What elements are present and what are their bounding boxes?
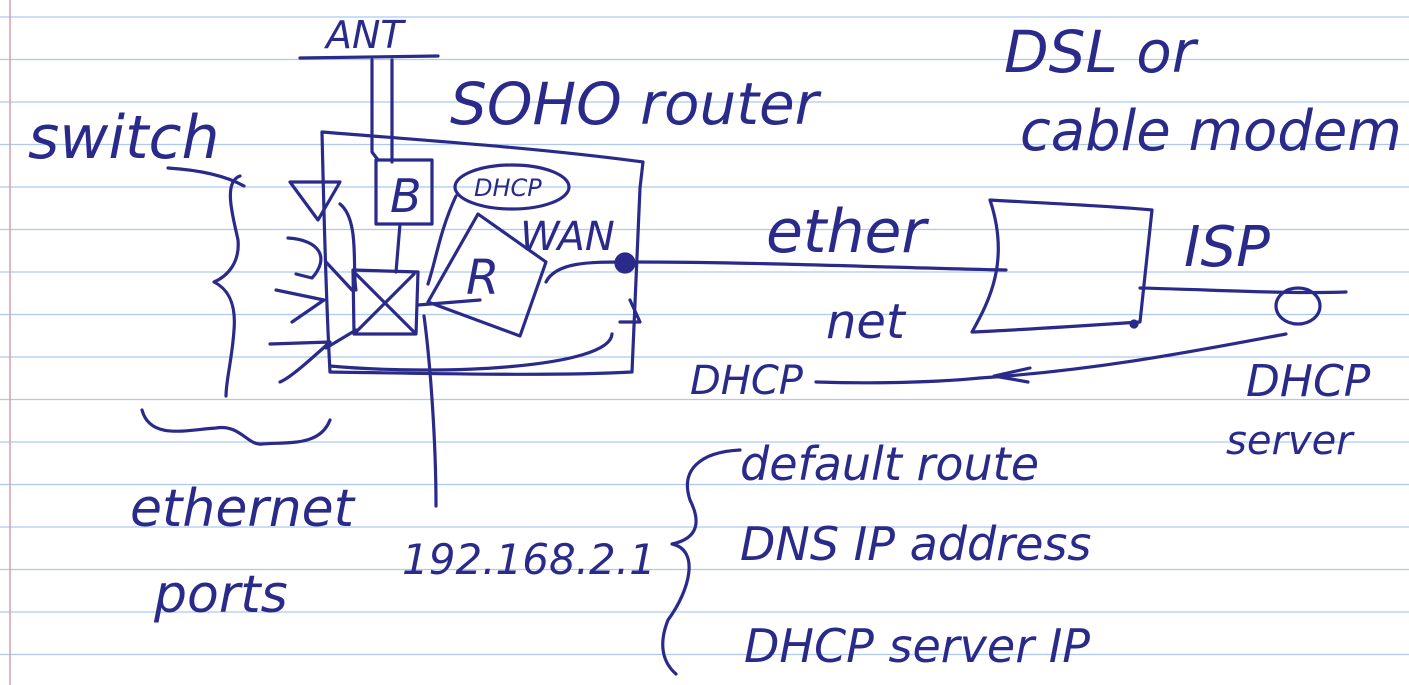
ethernet-ports-label-1: ethernet [130,479,356,539]
modem-box [972,200,1152,332]
port-4 [270,342,330,382]
ether-top-label: ether [766,197,929,267]
isp-label: ISP [1184,215,1270,280]
cable-modem-label: cable modem [1020,99,1402,164]
isp-line [1140,288,1346,293]
ethernet-ports-label-2: ports [153,565,288,625]
ip-address-label: 192.168.2.1 [402,535,656,584]
config-item-default-route: default route [740,437,1039,491]
router-box-label: R [466,250,499,306]
bridge-to-switch [396,224,400,272]
dhcp-server-label-1: DHCP [1246,356,1371,407]
config-item-dhcp-server-ip: DHCP server IP [744,619,1090,673]
router-return-line [330,334,612,370]
config-item-dns-ip: DNS IP address [740,517,1091,571]
config-brace [663,450,740,674]
port-1 [290,182,340,220]
wan-label: WAN [520,214,615,260]
dhcp-wan-label: DHCP [690,358,804,404]
ports-brace [142,410,330,444]
antenna-label: ANT [323,13,406,57]
bridge-label: B [390,169,422,223]
dhcp-bubble-label: DHCP [474,174,542,202]
ether-bottom-label: net [826,294,907,350]
wan-port [616,254,634,272]
ip-pointer [424,316,436,506]
modem-port [1131,321,1137,327]
switch-brace [214,176,240,396]
wan-arrow [620,300,640,322]
dhcp-server-label-2: server [1226,418,1355,464]
router-title: SOHO router [450,70,822,138]
switch-cross [356,274,414,332]
dsl-label: DSL or [1004,18,1199,86]
port-3 [276,290,324,322]
switch-label: switch [28,103,220,173]
